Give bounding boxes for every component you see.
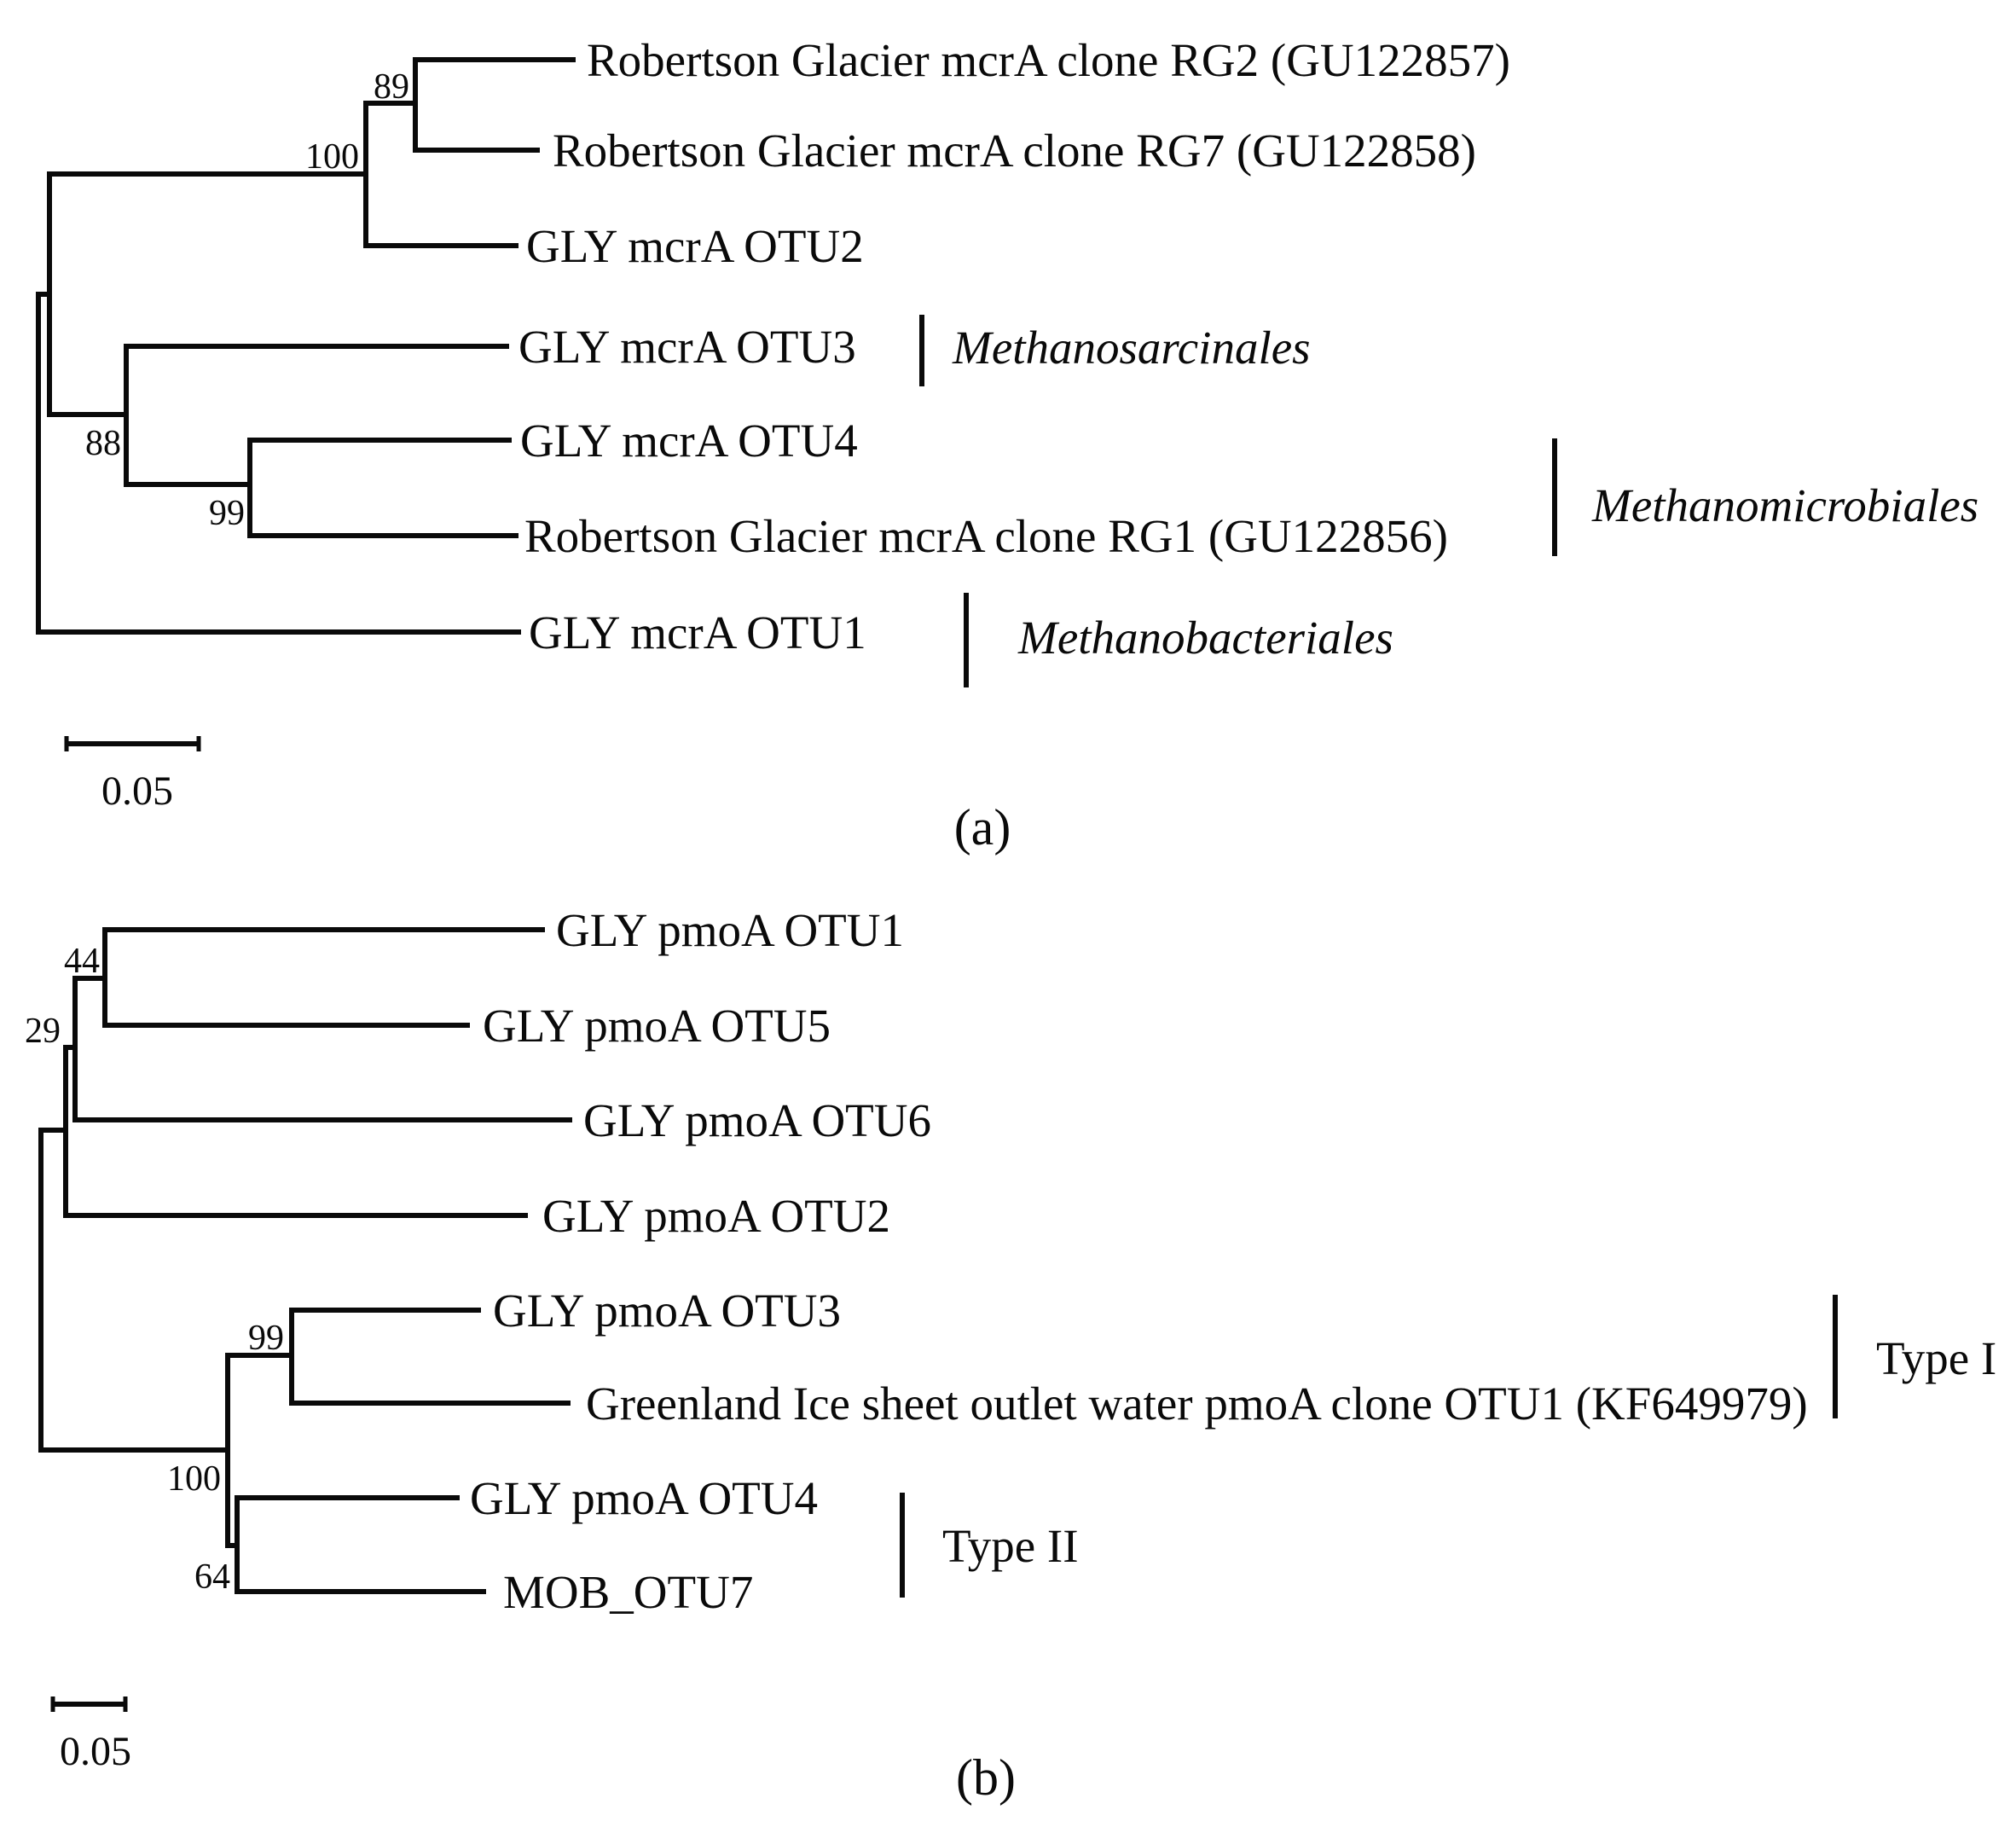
bootstrap-value: 88	[85, 424, 121, 463]
bootstrap-value: 100	[167, 1459, 221, 1499]
scale-bar-label: 0.05	[60, 1729, 131, 1774]
tip-label: GLY pmoA OTU3	[493, 1285, 841, 1337]
tip-label: Robertson Glacier mcrA clone RG7 (GU1228…	[553, 125, 1476, 177]
tip-label: GLY pmoA OTU4	[470, 1472, 818, 1524]
clade-label: Methanobacteriales	[1017, 612, 1393, 664]
tip-label: Greenland Ice sheet outlet water pmoA cl…	[586, 1378, 1808, 1430]
clade-label: Methanomicrobiales	[1591, 479, 1978, 531]
bootstrap-value: 89	[374, 67, 409, 107]
tip-label: GLY mcrA OTU1	[529, 606, 866, 658]
tip-label: GLY mcrA OTU3	[518, 321, 856, 373]
tip-label: GLY pmoA OTU5	[483, 1000, 831, 1052]
tip-label: MOB_OTU7	[503, 1566, 753, 1618]
bootstrap-value: 44	[64, 942, 100, 981]
tip-label: GLY pmoA OTU2	[542, 1190, 890, 1242]
tip-label: Robertson Glacier mcrA clone RG2 (GU1228…	[587, 34, 1510, 86]
scale-bar-label: 0.05	[101, 768, 173, 814]
bootstrap-value: 99	[209, 494, 245, 533]
panel-caption: (a)	[954, 799, 1011, 856]
tip-label: GLY mcrA OTU2	[526, 220, 864, 272]
clade-label: Type II	[942, 1520, 1079, 1572]
panel-a: Robertson Glacier mcrA clone RG2 (GU1228…	[36, 34, 1978, 856]
bootstrap-value: 99	[248, 1319, 284, 1358]
tip-label: GLY pmoA OTU1	[556, 904, 904, 956]
panel-caption: (b)	[956, 1749, 1016, 1806]
tip-label: GLY pmoA OTU6	[583, 1094, 931, 1146]
tip-label: GLY mcrA OTU4	[520, 415, 858, 467]
tip-label: Robertson Glacier mcrA clone RG1 (GU1228…	[524, 510, 1448, 562]
clade-label: Methanosarcinales	[952, 322, 1311, 374]
bootstrap-value: 64	[194, 1557, 230, 1597]
bootstrap-value: 29	[25, 1012, 61, 1051]
bootstrap-value: 100	[305, 137, 359, 177]
clade-label: Type I	[1876, 1332, 1996, 1384]
